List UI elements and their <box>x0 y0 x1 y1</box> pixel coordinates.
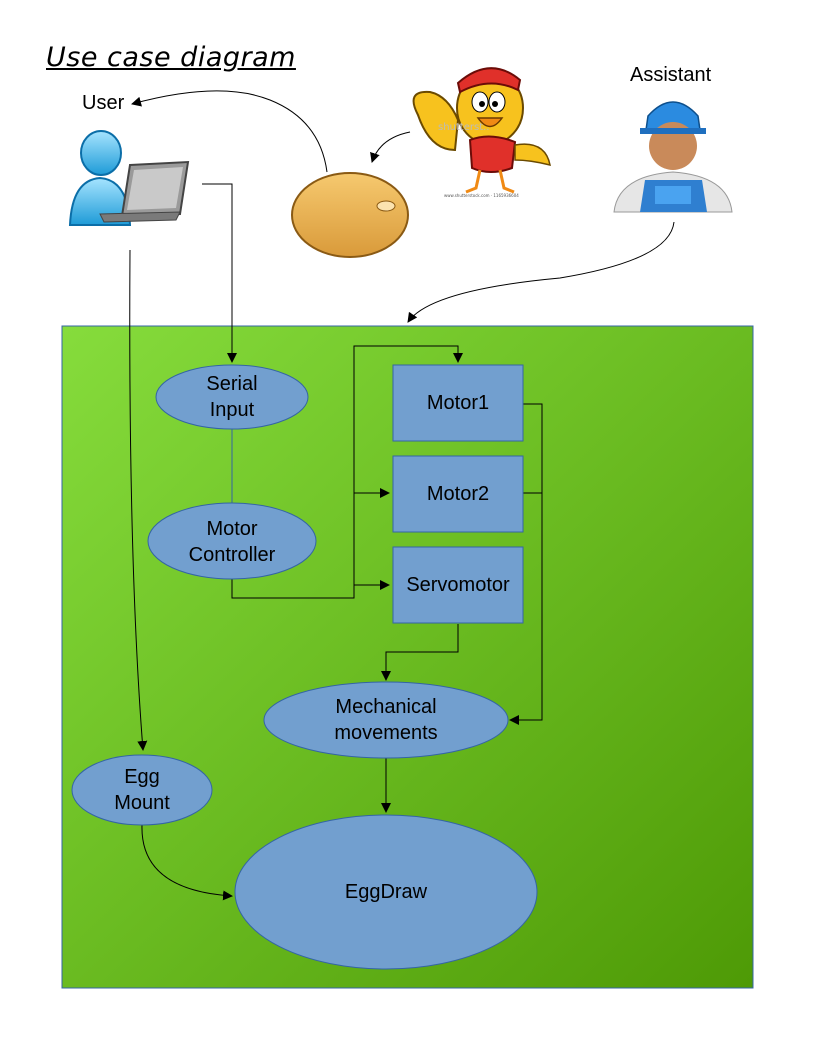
motor2-node <box>392 455 524 533</box>
servomotor-node <box>392 546 524 624</box>
mechanical-movements-line-2: movements <box>334 722 438 744</box>
egg-mount-to-eggdraw-line <box>141 824 233 901</box>
motors-to-mechanical-line <box>509 403 543 725</box>
user-to-egg-mount-line <box>129 249 148 751</box>
egg-mount-label: Egg Mount <box>72 755 212 825</box>
serial-input-line-1: Serial <box>206 373 258 395</box>
egg-icon <box>291 172 409 258</box>
motor-controller-node <box>147 502 317 580</box>
svg-text:shutterst..: shutterst.. <box>438 122 489 133</box>
user-to-serial-input-line <box>202 183 237 363</box>
eggdraw-node <box>234 814 538 970</box>
motor-controller-line-2: Controller <box>188 544 276 566</box>
assistant-to-system-arrow <box>407 221 675 323</box>
user-laptop-icon <box>68 130 190 226</box>
serial-input-node <box>155 364 309 430</box>
chicken-to-egg-arrow <box>370 131 411 163</box>
servomotor-label: Servomotor <box>406 574 510 596</box>
servo-to-mechanical-line <box>381 624 459 681</box>
svg-text:www.shutterstock.com · 1165936: www.shutterstock.com · 1165936604 <box>444 193 519 198</box>
user-actor-label: User <box>82 92 125 114</box>
mechanical-movements-line-1: Mechanical <box>335 696 437 718</box>
chicken-mascot-image: shutterst.. www.shutterstock.com · 11659… <box>412 67 551 198</box>
chicken-to-user-arrow <box>131 90 328 173</box>
assistant-actor-label: Assistant <box>630 64 712 86</box>
assistant-worker-icon <box>613 101 733 213</box>
motor2-label: Motor2 <box>426 483 490 505</box>
serial-input-line-2: Input <box>209 399 255 421</box>
motor-controller-line-1: Motor <box>206 518 258 540</box>
mechanical-movements-node <box>263 681 509 759</box>
egg-mount-line-2: Mount <box>114 792 170 814</box>
mechanical-movements-label: Mechanical movements <box>264 682 508 758</box>
page-title: Use case diagram <box>46 42 296 73</box>
motor1-node <box>392 364 524 442</box>
eggdraw-label: EggDraw <box>344 881 428 903</box>
serial-input-label: Serial Input <box>156 366 308 428</box>
motor1-label: Motor1 <box>426 392 490 414</box>
controller-to-motors-line <box>231 345 463 599</box>
motor-controller-label: Motor Controller <box>148 504 316 580</box>
egg-mount-node <box>71 754 213 826</box>
egg-mount-line-1: Egg <box>124 766 160 788</box>
